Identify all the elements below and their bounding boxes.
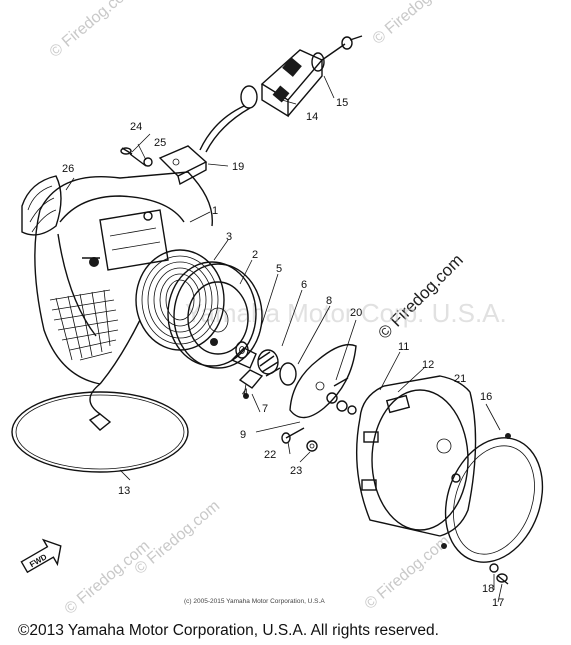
- part-ring-16: [441, 433, 544, 563]
- callout-16: 16: [480, 391, 492, 403]
- copyright-notice: ©2013 Yamaha Motor Corporation, U.S.A. A…: [18, 622, 439, 639]
- part-fasteners-20-11: [326, 377, 357, 415]
- part-pad-26: [21, 175, 62, 236]
- callout-17: 17: [492, 597, 504, 609]
- part-screw-24: [120, 147, 153, 167]
- callout-4: 4: [242, 387, 248, 399]
- leader-lines: [65, 75, 503, 603]
- watermark-bottom-mid: © Firedog.com: [132, 497, 223, 578]
- part-rope-13: [11, 383, 189, 473]
- part-spring-6: [257, 349, 281, 377]
- part-drum-21: [355, 375, 477, 537]
- callout-21: 21: [454, 373, 466, 385]
- watermark-top-left: © Firedog.com: [47, 0, 138, 61]
- callout-15: 15: [336, 97, 348, 109]
- callout-20: 20: [350, 307, 362, 319]
- callout-5: 5: [276, 263, 282, 275]
- callout-13: 13: [118, 485, 130, 497]
- callout-12: 12: [422, 359, 434, 371]
- watermark-top-right: © Firedog.com: [370, 0, 461, 48]
- watermark-bottom-left: © Firedog.com: [62, 537, 153, 618]
- callout-23: 23: [290, 465, 302, 477]
- part-spiral-spring-3: [135, 249, 225, 351]
- watermark-bottom-right: © Firedog.com: [362, 532, 453, 613]
- part-reel-2: [167, 261, 263, 369]
- callout-7: 7: [262, 403, 268, 415]
- callout-22: 22: [264, 449, 276, 461]
- callout-2: 2: [252, 249, 258, 261]
- part-bolt-22: [281, 427, 318, 452]
- part-bolt-17: [489, 563, 509, 585]
- watermark-center: © Firedog.com: [374, 250, 466, 342]
- callout-18: 18: [482, 583, 494, 595]
- callout-19: 19: [232, 161, 244, 173]
- callout-11: 11: [398, 341, 409, 353]
- callout-6: 6: [301, 279, 307, 291]
- callout-9: 9: [240, 429, 246, 441]
- callout-14: 14: [306, 111, 318, 123]
- callout-8: 8: [326, 295, 332, 307]
- part-starter-case-1: [34, 171, 213, 385]
- callout-1: 1: [212, 205, 218, 217]
- callout-numbers: 1 2 3 4 5 6 7 8 9 11 12 13 14 15 16 17 1…: [62, 97, 504, 609]
- case-mesh: [49, 289, 119, 361]
- watermark-faint-credit: Yamaha Motor Corp. U.S.A.: [185, 298, 507, 328]
- part-plate-9: [289, 343, 357, 419]
- part-handle-assembly: [199, 35, 363, 153]
- callout-26: 26: [62, 163, 74, 175]
- callout-24: 24: [130, 121, 142, 133]
- forward-arrow-icon: FWD: [20, 538, 62, 574]
- callout-3: 3: [226, 231, 232, 243]
- callout-25: 25: [154, 137, 166, 149]
- part-washer-5: [235, 341, 249, 359]
- part-clip-8: [279, 362, 297, 386]
- part-cable-guide: [158, 145, 208, 186]
- inner-credit-line: (c) 2005-2015 Yamaha Motor Corporation, …: [184, 598, 325, 605]
